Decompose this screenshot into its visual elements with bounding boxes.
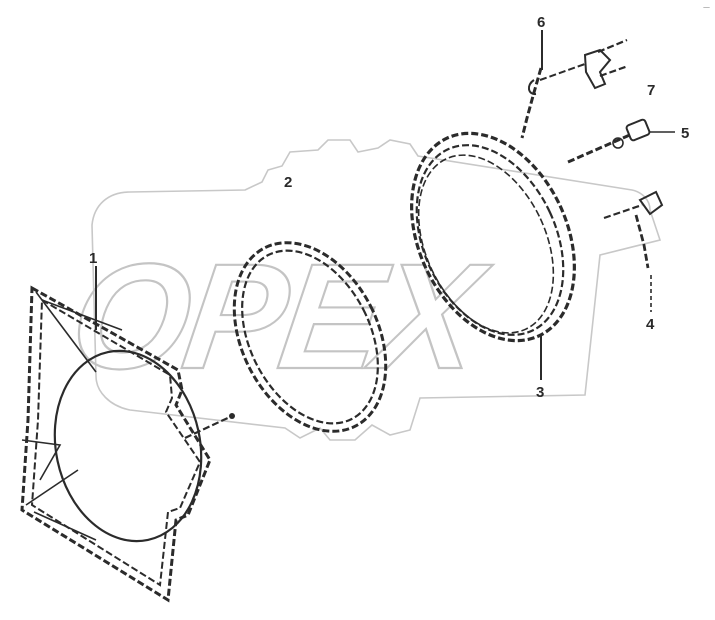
callout-2: 2 xyxy=(284,174,292,191)
callout-3: 3 xyxy=(536,384,544,401)
clamp-bolt-upper xyxy=(597,38,628,54)
fan-shroud xyxy=(20,285,235,603)
callout-6: 6 xyxy=(537,14,545,31)
bracket-rod-body xyxy=(520,67,543,139)
clamp-bolt-lower xyxy=(599,64,629,78)
fan-ring-rear xyxy=(410,131,576,343)
bracket-rod xyxy=(520,67,543,139)
shroud-mount-bolt-head xyxy=(229,413,235,419)
l-bracket xyxy=(603,190,664,269)
shroud-mount-bolt xyxy=(184,415,233,439)
shroud-corner-brace-bottom xyxy=(21,439,97,541)
watermark-gear-outline xyxy=(91,139,662,441)
rear-ring-outer-edge xyxy=(410,131,576,343)
ring-inner-edge xyxy=(241,249,379,425)
l-bracket-bolt xyxy=(603,203,643,220)
fan-ring-front xyxy=(232,241,388,433)
callout-labels: 1 2 3 4 5 6 7 xyxy=(89,14,689,401)
callout-5: 5 xyxy=(681,125,689,142)
l-bracket-arm xyxy=(634,214,650,269)
callout-1: 1 xyxy=(89,250,97,267)
long-bolt-head xyxy=(625,118,651,142)
long-bolt-shank xyxy=(567,132,633,164)
ring-outer-edge xyxy=(232,241,388,433)
clamp-assembly xyxy=(539,38,629,90)
leader-lines xyxy=(95,30,675,380)
shroud-corner-brace-top xyxy=(35,291,123,373)
clamp-body xyxy=(583,48,612,90)
long-bolt xyxy=(567,118,651,164)
shroud-inner-frame xyxy=(30,298,202,587)
rear-ring-inner-edge xyxy=(417,154,555,334)
long-bolt-washer xyxy=(612,137,624,149)
corner-mark: — xyxy=(703,3,710,11)
callout-4: 4 xyxy=(646,316,655,333)
bracket-rod-clip xyxy=(528,79,537,96)
shroud-outer-frame xyxy=(20,285,212,603)
l-bracket-head xyxy=(638,190,664,216)
watermark-text: OPEX xyxy=(62,233,499,400)
clamp-link xyxy=(539,63,586,81)
callout-7: 7 xyxy=(647,82,655,99)
